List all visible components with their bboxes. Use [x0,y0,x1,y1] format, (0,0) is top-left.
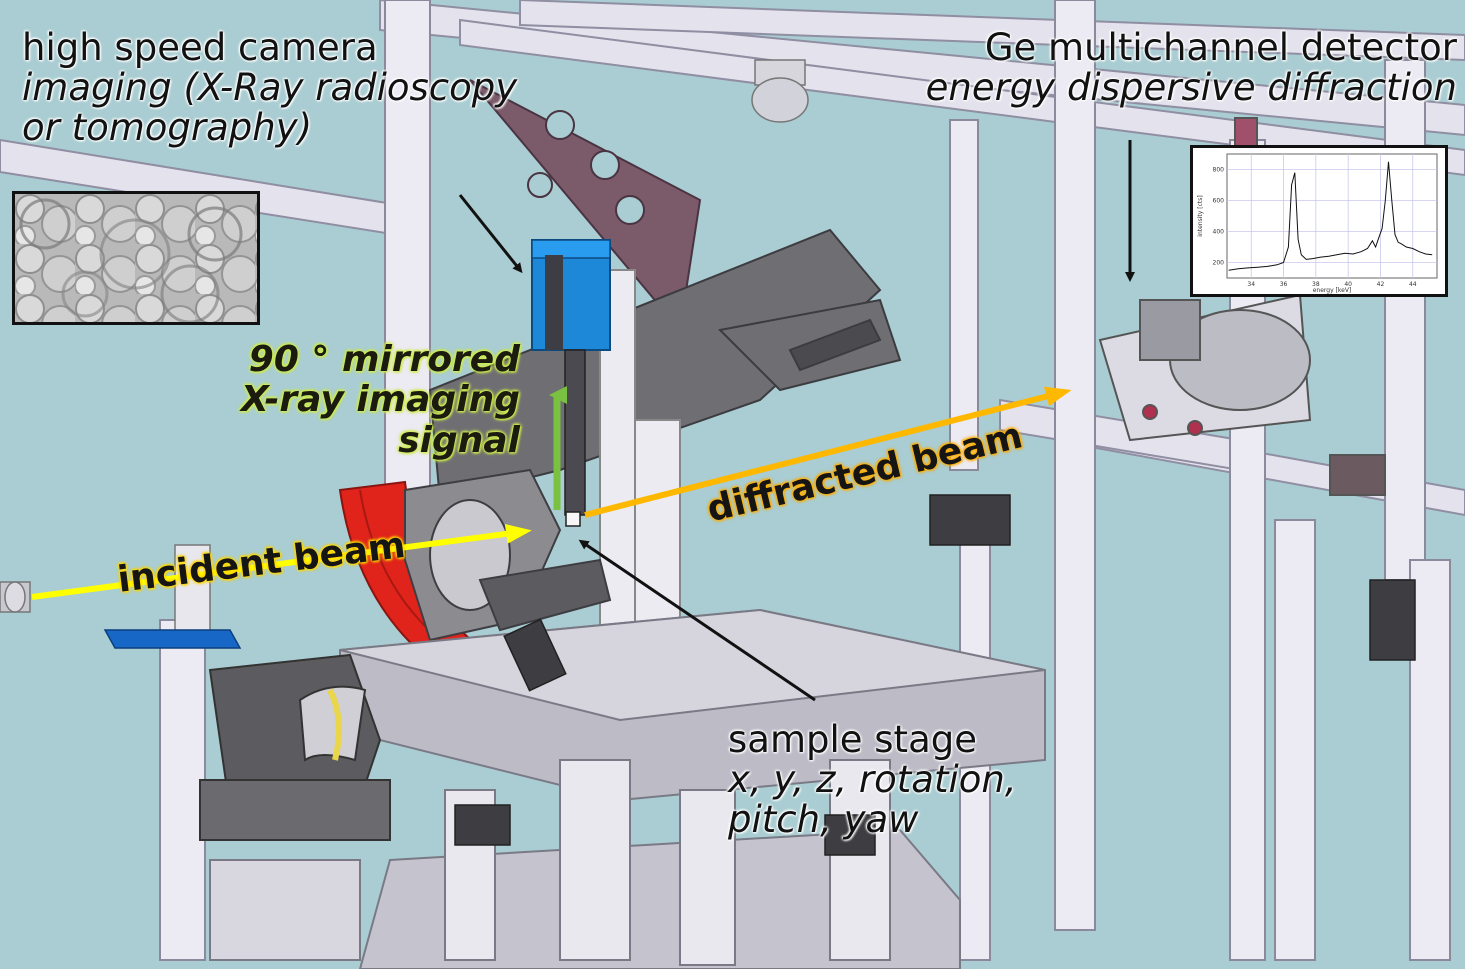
camera-label: high speed camera imaging (X-Ray radiosc… [22,28,517,148]
x-tick-label: 34 [1247,281,1255,288]
spectrum-inset: 34 36 38 40 42 44 200 400 600 800 energy [keV] i… [1190,145,1448,297]
y-tick-label: 400 [1213,229,1225,236]
plot-area [1226,153,1438,279]
y-axis-label: intensity [cts] [1197,195,1204,236]
beam-mount [103,544,242,649]
radiography-image [15,194,257,324]
x-tick-label: 42 [1377,281,1385,288]
x-tick-labels: 34 36 38 40 42 44 [1247,281,1416,288]
spectrum-chart: 34 36 38 40 42 44 200 400 600 800 energy [keV] i… [1197,153,1438,294]
spectrum-series-line [1228,161,1433,271]
incident-beam-arrow [31,523,532,600]
overhead-frame [0,0,1465,517]
high-speed-camera [531,239,611,516]
imaging-signal-line3: signal [398,419,520,461]
y-tick-label: 800 [1213,167,1225,174]
sample-stage-label: sample stage x, y, z, rotation, pitch, y… [728,720,1017,840]
camera-pointer-arrow [458,194,523,274]
camera-description-line2: or tomography) [22,105,313,149]
x-axis-label: energy [keV] [1313,287,1352,294]
diffracted-beam-arrow [584,386,1072,518]
camera-description-line1: imaging (X-Ray radioscopy [22,65,518,109]
grid [1227,154,1437,278]
camera-title: high speed camera [22,26,378,69]
dome-camera [751,59,809,123]
sample-stage-pointer-arrow [578,539,816,702]
x-tick-label: 40 [1344,281,1352,288]
sample-housing [404,468,612,642]
y-tick-label: 200 [1213,260,1225,267]
motors [454,494,1416,856]
x-tick-label: 38 [1312,281,1320,288]
radiography-inset [12,191,260,325]
sample-stage-axes-line2: pitch, yaw [728,797,919,841]
beam-pipe [0,581,31,613]
detector-arm [428,228,902,502]
imaging-signal-line1: 90 ° mirrored [248,339,520,380]
x-tick-label: 36 [1280,281,1288,288]
x-tick-label: 44 [1409,281,1417,288]
sample-stage-axes-line1: x, y, z, rotation, [728,757,1017,801]
imaging-signal-line2: X-ray imaging [240,379,520,421]
detector-subtitle: energy dispersive diffraction [925,65,1457,109]
detector-title: Ge multichannel detector [984,26,1457,69]
sample-stage-title: sample stage [728,718,977,761]
ge-detector [1098,117,1386,496]
sample-position [565,511,581,527]
imaging-signal-label: 90 ° mirrored X-ray imaging signal [205,339,520,461]
y-tick-labels: 200 400 600 800 [1213,167,1225,267]
camera-bracket [469,79,702,333]
auxiliary-stage [199,653,391,841]
detector-label: Ge multichannel detector energy dispersi… [926,28,1457,108]
y-tick-label: 600 [1213,198,1225,205]
